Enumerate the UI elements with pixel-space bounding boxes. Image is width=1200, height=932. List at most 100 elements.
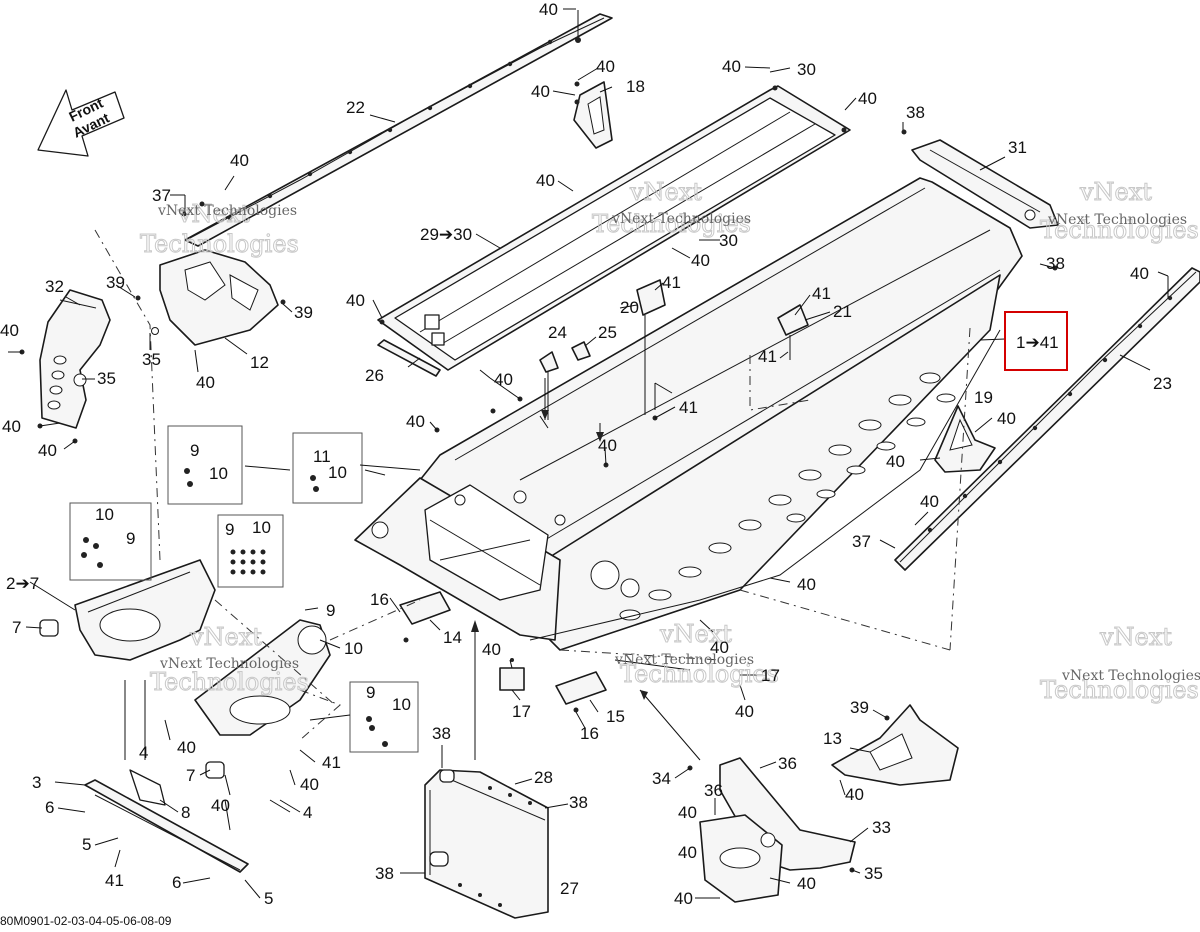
fastener-box-9-10-c [349,681,419,753]
callout-label: 34 [652,769,671,788]
callout-label: 35 [97,369,116,388]
cross-member-part-31 [901,129,1059,271]
arrowhead-icon [471,620,479,632]
arrowhead-icon [541,410,549,420]
leader-lines [8,8,1169,899]
callout-label: 15 [606,707,625,726]
callout-label: 40 [531,82,550,101]
watermark-small: vNext Technologies [157,203,297,219]
callout-label: 40 [482,640,501,659]
callout-label: 22 [346,98,365,117]
heat-exchanger-part-27 [424,769,549,919]
drawing-code: 80M0901-02-03-04-05-06-08-09 [0,914,172,928]
callout-label: 40 [196,373,215,392]
callout-label: 13 [823,729,842,748]
callout-label: 26 [365,366,384,385]
callout-label: 21 [833,302,852,321]
tunnel-part-29-30 [377,85,851,371]
callout-label: 41 [662,273,681,292]
plate-part-15 [555,671,607,713]
callout-label: 40 [858,89,877,108]
callout-label: 35 [142,350,161,369]
arrowhead-icon [596,432,604,442]
callout-label: 40 [177,738,196,757]
callout-label: 30 [719,231,738,250]
callout-label: 38 [432,724,451,743]
callout-label: 25 [598,323,617,342]
callout-label: 40 [997,409,1016,428]
bracket-part-20 [636,279,666,415]
plate-part-17 [499,658,525,691]
callout-label: 33 [872,818,891,837]
watermark-line1: vNext [189,623,262,651]
watermark-line1: vNext [1079,178,1152,206]
callout-label: 39 [294,303,313,322]
main-tunnel-body [354,177,1023,651]
callout-label: 40 [38,441,57,460]
suspension-bracket-left [39,559,216,661]
callout-label: 5 [82,835,91,854]
rail-part-3 [84,769,249,873]
callout-label: 10 [95,505,114,524]
callout-label: 40 [722,57,741,76]
callout-label: 40 [596,57,615,76]
callout-label: 10 [209,464,228,483]
callout-label: 18 [626,77,645,96]
watermark-group: vNext Technologies vNext Technologies vN… [140,178,1200,705]
callout-label: 31 [1008,138,1027,157]
strip-part-26 [377,339,441,377]
bracket-part-19 [934,405,996,473]
watermark-line1: vNext [659,620,732,648]
arm-part-33 [687,757,856,903]
watermark-small: vNext Technologies [611,211,751,227]
bracket-part-25 [571,341,591,361]
callout-label: 40 [797,575,816,594]
bracket-part-18 [573,81,613,149]
support-part-12 [135,201,286,346]
callout-label: 40 [2,417,21,436]
callout-label: 39 [106,273,125,292]
callout-label: 17 [761,666,780,685]
watermark-line2: Technologies [592,210,751,238]
bracket-part-21 [777,304,809,360]
callout-label: 24 [548,323,567,342]
callout-label: 41 [105,871,124,890]
callout-label: 10 [392,695,411,714]
callout-label: 41 [322,753,341,772]
arrowhead-icon [640,690,648,700]
callout-label: 40 [230,151,249,170]
callout-label: 2➔7 [6,574,39,593]
callout-label: 30 [797,60,816,79]
callout-label: 8 [181,803,190,822]
rail-part-23 [894,267,1200,571]
bracket-part-13 [831,704,959,786]
bracket-part-32 [19,289,111,444]
callout-label: 40 [211,796,230,815]
callout-label: 7 [186,766,195,785]
fastener-box-10-9 [69,502,152,581]
watermark-small: vNext Technologies [159,656,299,672]
front-arrow-icon: Front Avant [37,89,125,157]
callout-label: 9 [366,683,375,702]
watermark-line1: vNext [629,178,702,206]
watermark-line1: vNext [1099,623,1172,651]
callout-label: 4 [303,803,312,822]
callout-label: 27 [560,879,579,898]
callout-label: 41 [812,284,831,303]
callout-label: 32 [45,277,64,296]
callout-label: 41 [758,347,777,366]
callout-label: 40 [539,0,558,19]
watermark-small: vNext Technologies [1047,212,1187,228]
callout-label: 40 [845,785,864,804]
callout-label: 40 [598,436,617,455]
callout-label: 23 [1153,374,1172,393]
watermark-line2: Technologies [140,230,299,258]
callout-label: 3 [32,773,41,792]
watermark-line2: Technologies [1040,676,1199,704]
callout-label: 36 [778,754,797,773]
callout-label: 40 [406,412,425,431]
callout-label: 40 [1130,264,1149,283]
assembly-center-lines [94,229,971,741]
side-cutouts [619,372,956,621]
